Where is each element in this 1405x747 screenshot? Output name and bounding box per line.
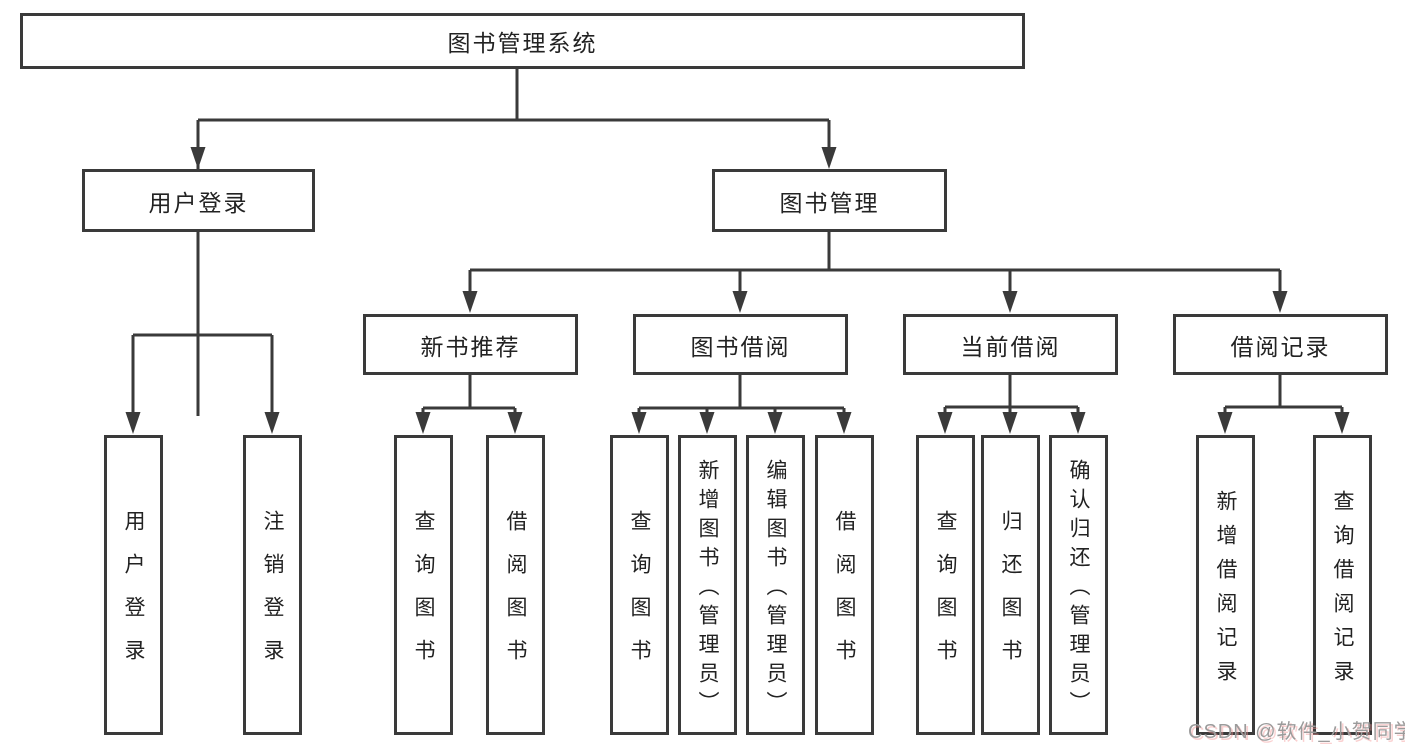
node-book-management: 图书管理	[712, 169, 947, 232]
leaf-query-books-borrowing: 查询图书	[610, 435, 669, 735]
leaf-label: 归还图书	[999, 510, 1022, 682]
leaf-label: 查询图书	[412, 510, 435, 682]
leaf-label: 新增借阅记录	[1214, 489, 1237, 694]
node-current-borrowing: 当前借阅	[903, 314, 1118, 375]
leaf-label: 查询借阅记录	[1331, 489, 1354, 694]
node-borrowing-records: 借阅记录	[1173, 314, 1388, 375]
leaf-label: 查询图书	[628, 510, 651, 682]
leaf-query-books-recommend: 查询图书	[394, 435, 453, 735]
leaf-query-borrow-record: 查询借阅记录	[1313, 435, 1372, 735]
leaf-label: 查询图书	[934, 510, 957, 682]
leaf-label: 确认归还（管理员）	[1067, 458, 1090, 720]
csdn-watermark: CSDN @软件_小贺同学	[1188, 721, 1405, 743]
leaf-logout: 注销登录	[243, 435, 302, 735]
leaf-add-books-admin: 新增图书（管理员）	[678, 435, 737, 735]
node-label: 用户登录	[148, 189, 249, 216]
leaf-user-login: 用户登录	[104, 435, 163, 735]
leaf-label: 借阅图书	[833, 510, 856, 682]
arrowheads	[125, 147, 1350, 434]
leaf-label: 新增图书（管理员）	[696, 458, 719, 720]
leaf-return-books: 归还图书	[981, 435, 1040, 735]
leaf-borrow-books-recommend: 借阅图书	[486, 435, 545, 735]
leaf-label: 编辑图书（管理员）	[764, 458, 787, 720]
node-label: 图书管理系统	[447, 30, 598, 56]
leaf-borrow-books-borrowing: 借阅图书	[815, 435, 874, 735]
node-label: 当前借阅	[960, 333, 1061, 360]
leaf-label: 注销登录	[261, 510, 284, 682]
node-user-login: 用户登录	[82, 169, 315, 232]
leaf-edit-books-admin: 编辑图书（管理员）	[746, 435, 805, 735]
leaf-label: 借阅图书	[504, 510, 527, 682]
node-library-management-system: 图书管理系统	[20, 13, 1025, 69]
node-label: 借阅记录	[1230, 333, 1331, 360]
node-label: 新书推荐	[420, 333, 521, 360]
leaf-query-books-current: 查询图书	[916, 435, 975, 735]
leaf-label: 用户登录	[122, 510, 145, 682]
leaf-confirm-return-admin: 确认归还（管理员）	[1049, 435, 1108, 735]
leaf-add-borrow-record: 新增借阅记录	[1196, 435, 1255, 735]
node-label: 图书管理	[779, 189, 880, 216]
node-book-borrowing: 图书借阅	[633, 314, 848, 375]
node-new-book-recommendation: 新书推荐	[363, 314, 578, 375]
node-label: 图书借阅	[690, 333, 791, 360]
